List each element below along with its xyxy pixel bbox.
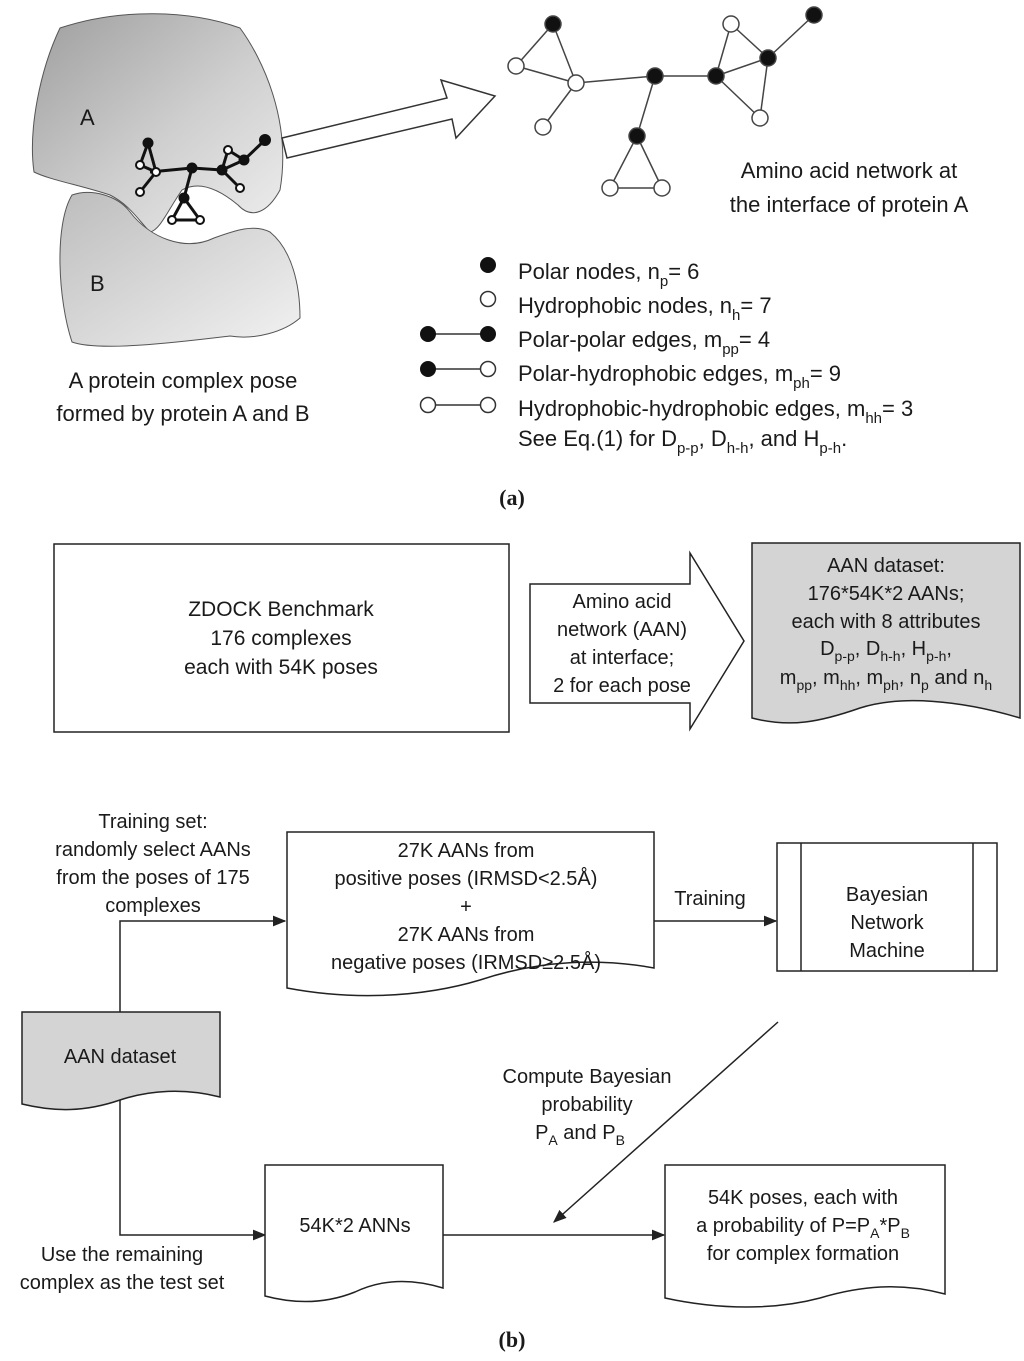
aan-dataset-line-2: 176*54K*2 AANs; [808, 583, 965, 605]
legend: Polar nodes, np= 6 Hydrophobic nodes, nh… [419, 257, 913, 457]
hydrophobic-node [507, 57, 525, 75]
aan-block-arrow [529, 550, 745, 732]
equation-note: See Eq.(1) for Dp-p, Dh-h, and Hp-h. [518, 426, 847, 457]
legend-hh-edges: Hydrophobic-hydrophobic edges, mhh= 3 [518, 396, 913, 427]
polar-node [646, 67, 664, 85]
hydrophobic-node [601, 179, 619, 197]
flow-connectors [119, 915, 779, 1241]
aan-dataset-line-1: AAN dataset: [827, 555, 945, 577]
legend-hh-edge-icon [419, 396, 497, 414]
polar-node [707, 67, 725, 85]
legend-polar-node-icon [480, 257, 496, 273]
bn-line-2: Network [850, 912, 924, 934]
hydrophobic-node [567, 74, 585, 92]
hydrophobic-node [534, 118, 552, 136]
compute-line-3: PA and PB [535, 1122, 625, 1148]
polar-node [805, 6, 823, 24]
caption-line-1: A protein complex pose [69, 368, 298, 393]
aan-dataset-line-3: each with 8 attributes [792, 611, 981, 633]
result-line-1: 54K poses, each with [708, 1187, 898, 1209]
legend-ph-edges: Polar-hydrophobic edges, mph= 9 [518, 361, 841, 392]
train-doc-line-3: + [460, 896, 472, 918]
remaining-line-1: Use the remaining [41, 1244, 203, 1266]
test-connector [119, 1100, 267, 1241]
legend-hydrophobic-nodes: Hydrophobic nodes, nh= 7 [518, 293, 772, 324]
bayesian-network-box [776, 842, 998, 972]
caption-line-2: formed by protein A and B [56, 401, 309, 426]
result-line-3: for complex formation [707, 1243, 899, 1265]
zoom-arrow [281, 78, 497, 159]
aan-dataset-small-label: AAN dataset [64, 1046, 177, 1068]
panel-a-label: (a) [499, 485, 525, 510]
remaining-line-2: complex as the test set [20, 1272, 225, 1294]
zdock-line-3: each with 54K poses [184, 656, 378, 679]
test-set-document [264, 1164, 444, 1303]
protein-b-label: B [90, 271, 105, 296]
training-set-line-3: from the poses of 175 [56, 867, 249, 889]
bn-line-3: Machine [849, 940, 925, 962]
protein-b-shape [59, 191, 301, 347]
polar-node [628, 127, 646, 145]
zdock-line-1: ZDOCK Benchmark [188, 598, 374, 621]
panel-a: A B [31, 6, 969, 510]
compute-line-1: Compute Bayesian [503, 1066, 672, 1088]
compute-arrow [552, 1021, 779, 1223]
network-title-line-2: the interface of protein A [730, 192, 969, 217]
result-document [664, 1164, 946, 1308]
aan-dataset-small-document [21, 1011, 221, 1111]
training-label: Training [674, 888, 746, 910]
protein-a-shape [31, 13, 284, 233]
legend-pp-edge-icon [420, 326, 496, 342]
interface-nodes-small [135, 134, 271, 225]
legend-ph-edge-icon [420, 360, 497, 378]
aan-attributes-line-1: Dp-p, Dh-h, Hp-h, [820, 638, 952, 664]
arrow-line-4: 2 for each pose [553, 675, 691, 697]
hydrophobic-node [722, 15, 740, 33]
network-title-line-1: Amino acid network at [741, 158, 957, 183]
legend-pp-edges: Polar-polar edges, mpp= 4 [518, 327, 770, 358]
protein-a-label: A [80, 105, 95, 130]
legend-polar-nodes: Polar nodes, np= 6 [518, 259, 699, 290]
training-set-line-4: complexes [105, 895, 201, 917]
polar-node [759, 49, 777, 67]
train-doc-line-4: 27K AANs from [398, 924, 535, 946]
arrow-line-1: Amino acid [573, 591, 672, 613]
compute-line-2: probability [541, 1094, 632, 1116]
train-doc-line-1: 27K AANs from [398, 840, 535, 862]
panel-b-label: (b) [499, 1327, 526, 1352]
panel-b: ZDOCK Benchmark 176 complexes each with … [20, 542, 1021, 1352]
train-doc-line-2: positive poses (IRMSD<2.5Å) [335, 867, 598, 890]
training-data-document [286, 831, 655, 997]
arrow-line-2: network (AAN) [557, 619, 687, 641]
zdock-box [53, 543, 510, 733]
result-line-2: a probability of P=PA*PB [696, 1215, 910, 1241]
hydrophobic-node [653, 179, 671, 197]
aan-dataset-document [751, 542, 1021, 724]
test-doc-label: 54K*2 ANNs [299, 1215, 410, 1237]
arrow-line-3: at interface; [570, 647, 675, 669]
hydrophobic-node [751, 109, 769, 127]
aan-attributes-line-2: mpp, mhh, mph, np and nh [780, 667, 992, 693]
training-set-line-2: randomly select AANs [55, 839, 251, 861]
polar-node [544, 15, 562, 33]
training-set-line-1: Training set: [98, 811, 207, 833]
training-connector [119, 915, 287, 1012]
zdock-line-2: 176 complexes [210, 627, 351, 650]
bn-line-1: Bayesian [846, 884, 928, 906]
amino-acid-network [507, 6, 823, 197]
train-doc-line-5: negative poses (IRMSD≥2.5Å) [331, 951, 601, 974]
legend-hydrophobic-node-icon [479, 290, 497, 308]
